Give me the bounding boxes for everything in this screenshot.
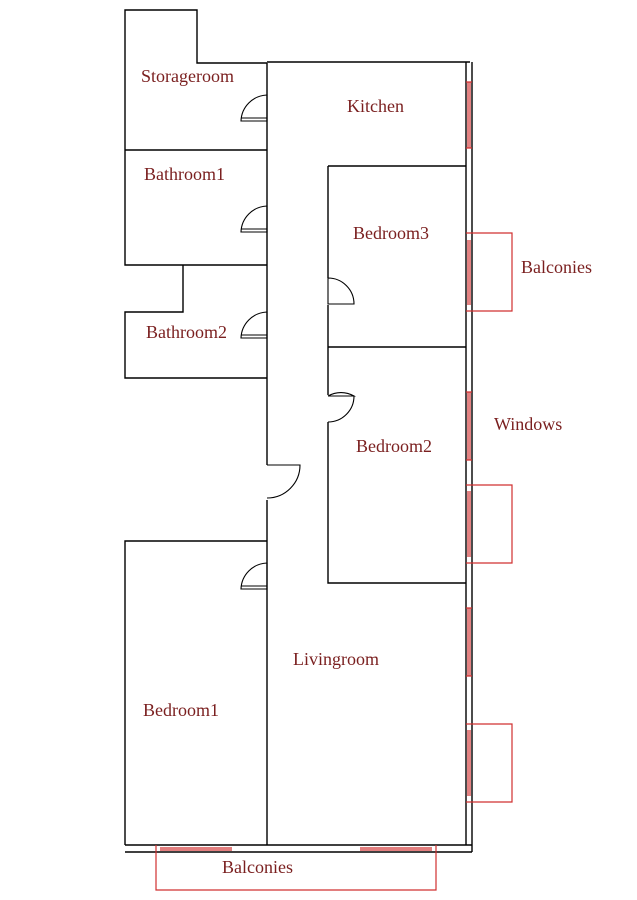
label-kitchen: Kitchen <box>347 96 404 116</box>
exterior-bottom-wall <box>125 844 472 853</box>
balcony-livingroom <box>466 723 513 803</box>
balcony-bedroom2 <box>466 484 513 564</box>
bathroom1-walls <box>124 149 267 266</box>
label-bedroom2: Bedroom2 <box>356 436 432 456</box>
label-storageroom: Storageroom <box>141 66 234 86</box>
walls <box>124 9 473 853</box>
door-arc-icon <box>266 464 301 499</box>
label-bedroom3: Bedroom3 <box>353 223 429 243</box>
exterior-right-wall <box>465 62 473 852</box>
label-livingroom: Livingroom <box>293 649 379 669</box>
door-arc-icon <box>240 205 268 233</box>
room-labels: Storageroom Kitchen Bathroom1 Bedroom3 B… <box>141 66 432 720</box>
label-balconies-right: Balconies <box>521 257 592 277</box>
window-livingroom <box>466 607 472 677</box>
balcony-bedroom3 <box>466 232 513 312</box>
label-bathroom2: Bathroom2 <box>146 322 227 342</box>
windows-and-balconies <box>155 81 513 891</box>
door-arc-icon <box>327 392 357 423</box>
bedroom1-walls <box>124 540 267 845</box>
label-windows: Windows <box>494 414 562 434</box>
label-bathroom1: Bathroom1 <box>144 164 225 184</box>
door-arc-icon <box>240 311 268 339</box>
door-arc-icon <box>240 562 268 590</box>
window-bedroom2 <box>466 391 472 461</box>
window-kitchen <box>466 81 472 149</box>
label-balconies-bottom: Balconies <box>222 857 293 877</box>
door-arc-icon <box>327 277 355 305</box>
annotations: Balconies Windows Balconies <box>222 257 592 877</box>
bathroom2-walls <box>124 265 267 379</box>
door-arc-icon <box>240 94 268 122</box>
bedroom3-walls <box>327 165 466 584</box>
label-bedroom1: Bedroom1 <box>143 700 219 720</box>
storageroom-walls <box>124 9 267 150</box>
doors <box>240 94 357 590</box>
balcony-bottom <box>155 845 437 891</box>
